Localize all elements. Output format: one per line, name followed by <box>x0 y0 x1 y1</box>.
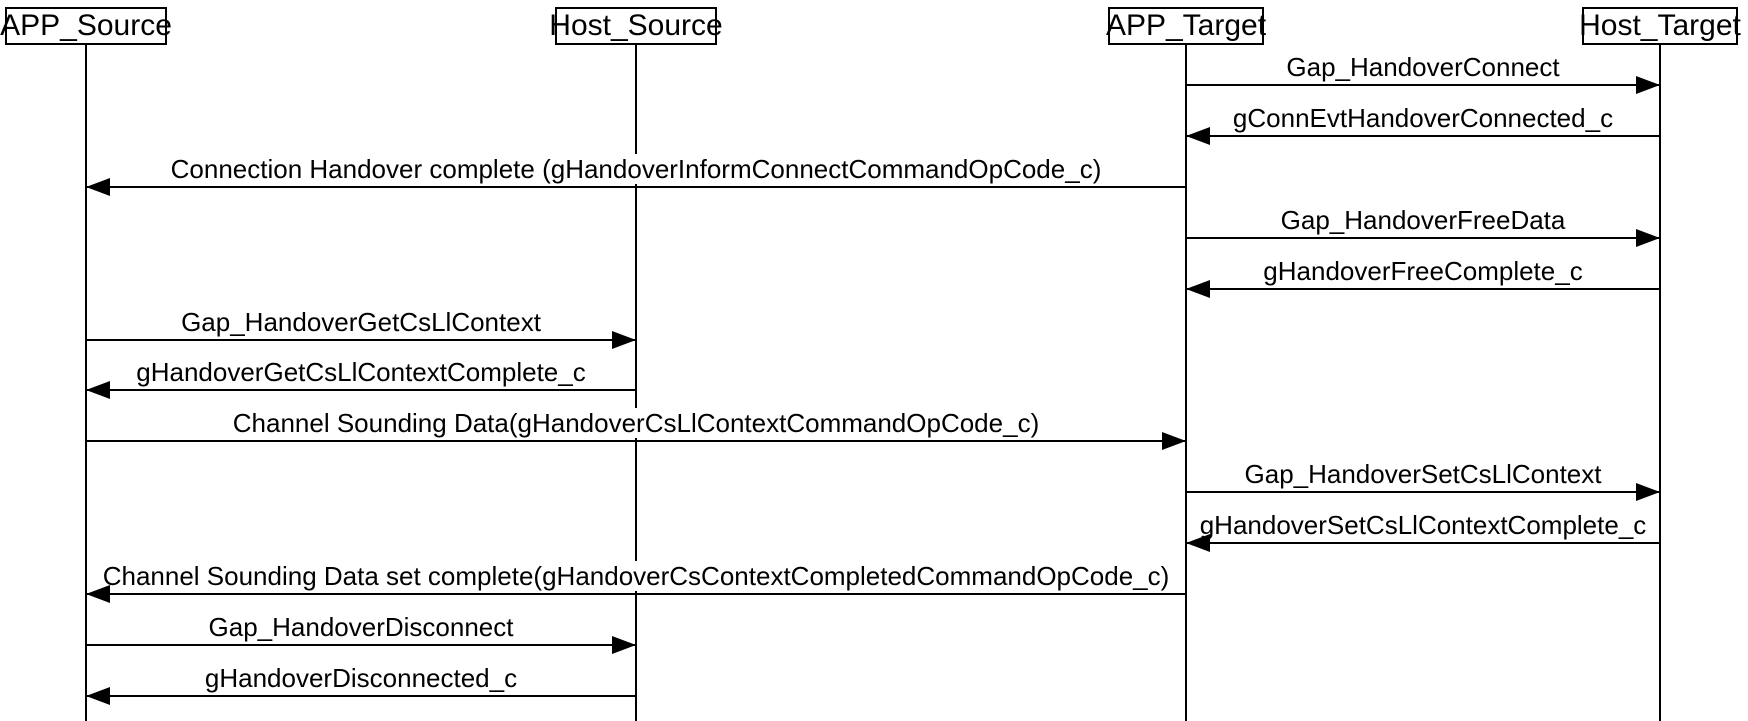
message-label: Gap_HandoverFreeData <box>1277 205 1569 235</box>
arrowhead-right-icon <box>612 331 636 349</box>
arrowhead-left-icon <box>86 381 110 399</box>
message-label: Connection Handover complete (gHandoverI… <box>167 154 1105 184</box>
lifeline-host-source <box>635 45 637 721</box>
lifeline-host-target <box>1659 45 1661 721</box>
message-label: gHandoverSetCsLlContextComplete_c <box>1196 510 1650 540</box>
message-line <box>1186 542 1660 544</box>
lifeline-app-target <box>1185 45 1187 721</box>
message-label: gConnEvtHandoverConnected_c <box>1229 103 1617 133</box>
actor-box-host-source: Host_Source <box>549 7 723 45</box>
message-label: Gap_HandoverGetCsLlContext <box>178 307 544 337</box>
actor-label: Host_Source <box>549 9 723 42</box>
message-line <box>86 186 1186 188</box>
arrowhead-left-icon <box>86 585 110 603</box>
message-label: Gap_HandoverSetCsLlContext <box>1241 459 1605 489</box>
arrowhead-right-icon <box>1162 432 1186 450</box>
message-line <box>1186 84 1660 86</box>
message-line <box>86 593 1186 595</box>
arrowhead-left-icon <box>1186 127 1210 145</box>
arrowhead-right-icon <box>1636 229 1660 247</box>
arrowhead-left-icon <box>86 687 110 705</box>
actor-label: APP_Source <box>0 9 172 42</box>
message-label: Channel Sounding Data(gHandoverCsLlConte… <box>229 408 1043 438</box>
message-label: gHandoverDisconnected_c <box>201 663 521 693</box>
message-line <box>1186 237 1660 239</box>
message-label: Gap_HandoverConnect <box>1283 52 1563 82</box>
message-line <box>1186 288 1660 290</box>
arrowhead-left-icon <box>1186 280 1210 298</box>
arrowhead-left-icon <box>1186 534 1210 552</box>
actor-label: Host_Target <box>1579 9 1741 42</box>
message-line <box>86 440 1186 442</box>
message-line <box>86 695 636 697</box>
message-label: gHandoverFreeComplete_c <box>1260 256 1586 286</box>
message-label: Gap_HandoverDisconnect <box>205 612 517 642</box>
actor-label: APP_Target <box>1105 9 1267 42</box>
message-line <box>86 644 636 646</box>
message-line <box>86 389 636 391</box>
message-line <box>1186 491 1660 493</box>
actor-box-host-target: Host_Target <box>1579 7 1741 45</box>
arrowhead-right-icon <box>1636 483 1660 501</box>
arrowhead-left-icon <box>86 178 110 196</box>
message-label: Channel Sounding Data set complete(gHand… <box>99 561 1173 591</box>
message-label: gHandoverGetCsLlContextComplete_c <box>133 357 589 387</box>
arrowhead-right-icon <box>1636 76 1660 94</box>
actor-box-app-target: APP_Target <box>1105 7 1267 45</box>
arrowhead-right-icon <box>612 636 636 654</box>
actor-box-app-source: APP_Source <box>0 7 172 45</box>
message-line <box>86 339 636 341</box>
message-line <box>1186 135 1660 137</box>
